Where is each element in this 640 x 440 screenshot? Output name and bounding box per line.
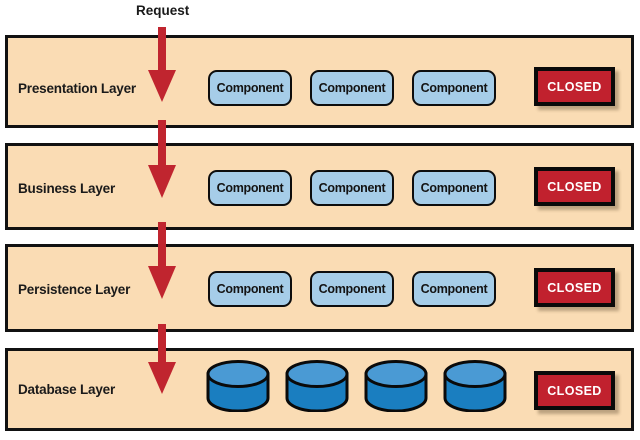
layer-database-label: Database Layer — [18, 382, 116, 397]
status-badge-closed: CLOSED — [534, 67, 615, 106]
database-cylinder[interactable] — [363, 360, 429, 413]
component-box[interactable]: Component — [412, 170, 496, 206]
database-cylinder[interactable] — [442, 360, 508, 413]
layer-presentation — [5, 35, 634, 128]
component-box[interactable]: Component — [310, 70, 394, 106]
request-label: Request — [136, 3, 190, 18]
component-box[interactable]: Component — [310, 170, 394, 206]
database-cylinder-icon — [443, 360, 507, 413]
layer-persistence-label: Persistence Layer — [18, 282, 131, 297]
status-badge-closed: CLOSED — [534, 371, 615, 410]
component-box[interactable]: Component — [208, 271, 292, 307]
component-box[interactable]: Component — [412, 271, 496, 307]
layer-presentation-label: Presentation Layer — [18, 81, 136, 96]
layer-business-label: Business Layer — [18, 181, 115, 196]
database-cylinder-icon — [206, 360, 270, 413]
component-box[interactable]: Component — [412, 70, 496, 106]
database-cylinder-icon — [364, 360, 428, 413]
component-box[interactable]: Component — [208, 70, 292, 106]
database-cylinder[interactable] — [205, 360, 271, 413]
component-box[interactable]: Component — [310, 271, 394, 307]
database-cylinder[interactable] — [284, 360, 350, 413]
component-box[interactable]: Component — [208, 170, 292, 206]
status-badge-closed: CLOSED — [534, 268, 615, 307]
database-cylinder-icon — [285, 360, 349, 413]
status-badge-closed: CLOSED — [534, 167, 615, 206]
